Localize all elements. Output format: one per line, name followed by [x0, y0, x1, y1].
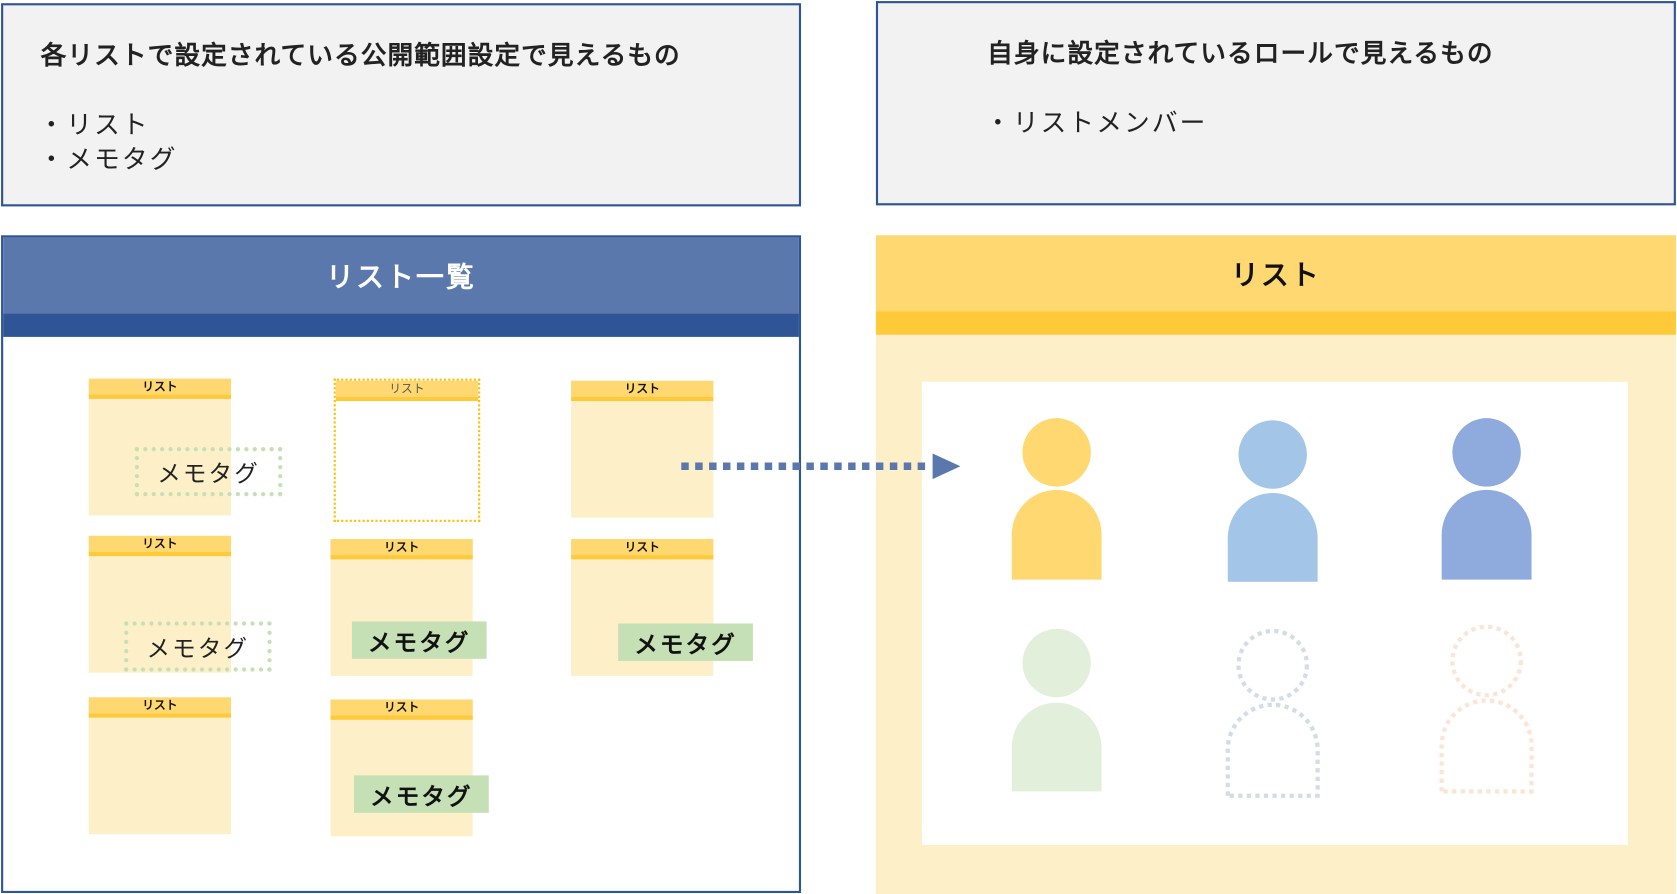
list-overview-title: リスト一覧	[3, 237, 799, 314]
public-scope-info-box: 各リストで設定されている公開範囲設定で見えるもの ・リスト ・メモタグ	[1, 3, 802, 207]
list-card-label: リスト	[330, 699, 473, 716]
bullet-list-member: ・リストメンバー	[985, 108, 1208, 138]
bullet-memo-tag: ・メモタグ	[38, 144, 178, 175]
list-card-label: リスト	[571, 539, 714, 556]
list-card[interactable]: リスト	[571, 380, 714, 518]
list-card[interactable]: リスト	[330, 699, 473, 837]
list-card-label: リスト	[571, 380, 714, 397]
list-card-label: リスト	[88, 697, 232, 714]
list-card-label: リスト	[330, 539, 473, 556]
memo-tag[interactable]: メモタグ	[351, 621, 487, 659]
public-scope-title: 各リストで設定されている公開範囲設定で見えるもの	[40, 40, 681, 71]
memo-tag[interactable]: メモタグ	[354, 775, 489, 813]
list-card-label: リスト	[88, 378, 232, 395]
member-icon-hidden	[1439, 624, 1534, 794]
list-card-label: リスト	[335, 380, 479, 397]
arrow	[681, 453, 961, 480]
list-card[interactable]: リスト	[88, 535, 232, 673]
list-card-label: リスト	[88, 535, 232, 552]
arrow-head-icon	[932, 453, 961, 480]
memo-tag-hidden[interactable]: メモタグ	[134, 447, 283, 497]
role-info-box: 自身に設定されているロールで見えるもの ・リストメンバー	[875, 1, 1676, 206]
list-panel-title: リスト	[875, 235, 1676, 312]
member-icon-hidden	[1225, 628, 1320, 798]
list-card-hidden[interactable]: リスト	[333, 378, 481, 522]
member-icon-owner	[1011, 418, 1102, 580]
member-icon-editor	[1441, 418, 1532, 580]
list-card[interactable]: リスト	[88, 697, 232, 835]
memo-tag[interactable]: メモタグ	[618, 623, 753, 661]
memo-tag-hidden[interactable]: メモタグ	[124, 621, 272, 672]
list-panel-band	[875, 311, 1676, 335]
bullet-list: ・リスト	[38, 110, 150, 141]
role-title: 自身に設定されているロールで見えるもの	[987, 38, 1494, 69]
member-icon-viewer	[1011, 628, 1102, 792]
member-icon-admin	[1227, 420, 1318, 582]
list-overview-band	[3, 313, 799, 337]
